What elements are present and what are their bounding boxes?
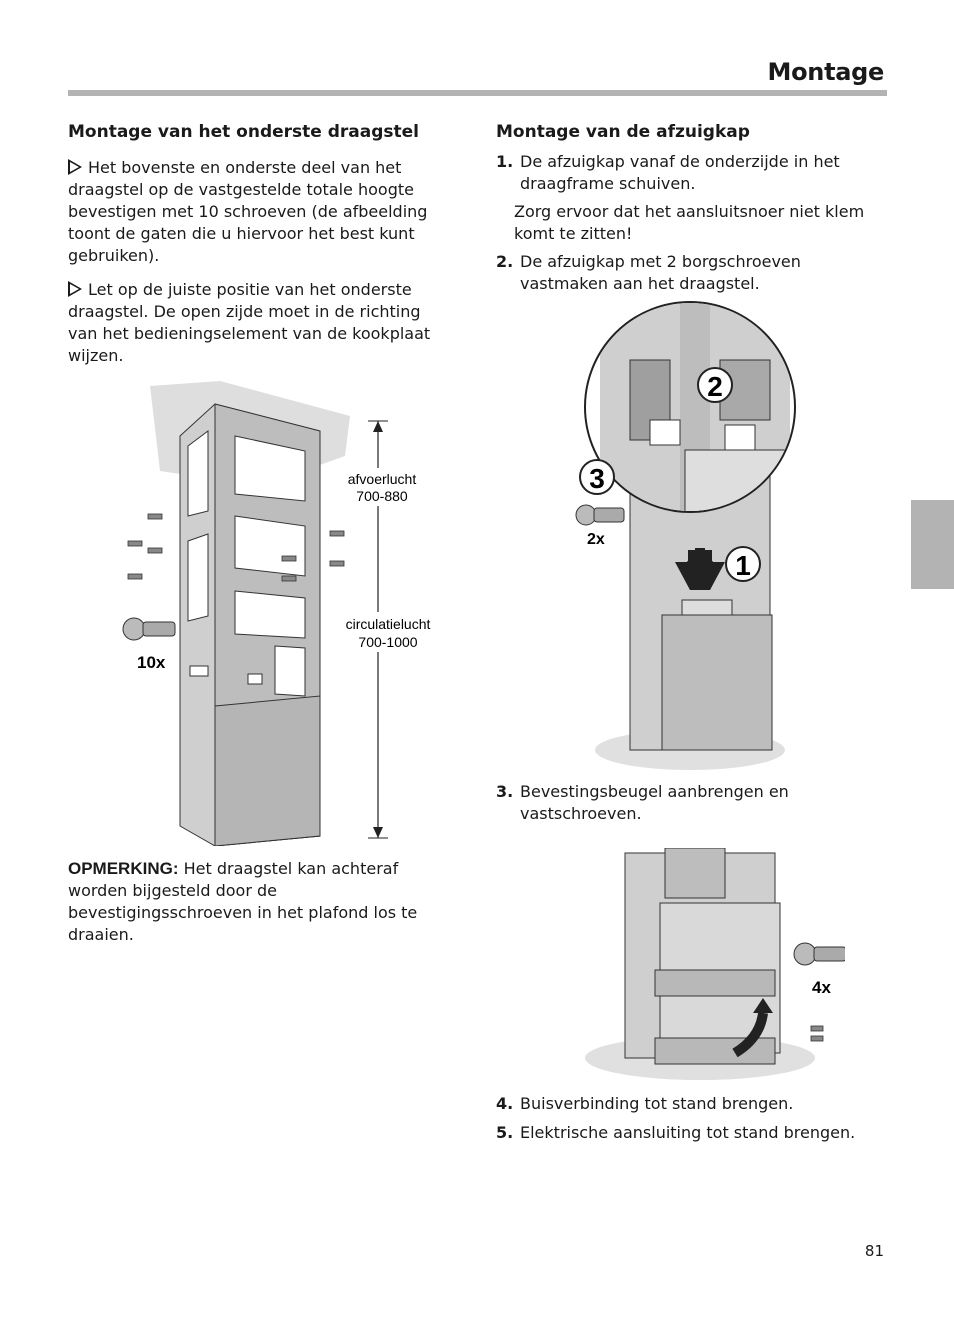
frame-illustration: afvoerlucht 700-880 circulatielucht 700-… [122,381,448,846]
step-1-note: Zorg ervoor dat het aansluitsnoer niet k… [514,201,884,245]
step-1: 1. De afzuigkap vanaf de onderzijde in h… [496,151,876,195]
step-2: 2. De afzuigkap met 2 borgschroeven vast… [496,251,876,295]
section-heading-lower-frame: Montage van het onderste draagstel [68,122,419,142]
callout-1: 1 [735,550,751,581]
page-number: 81 [864,1242,884,1260]
step-text: De afzuigkap vanaf de onderzijde in het … [520,152,840,193]
step-text: Elektrische aansluiting tot stand brenge… [520,1123,856,1142]
step-number: 4. [496,1094,514,1113]
step-4: 4. Buisverbinding tot stand brengen. [496,1093,876,1115]
exhaust-label: afvoerlucht [348,471,417,487]
screw-icon [122,617,176,641]
hood-insertion-illustration: 2 3 1 2x [575,301,796,770]
section-tab [911,500,954,589]
callout-3: 3 [589,463,605,494]
paragraph-2: Let op de juiste positie van het onderst… [68,279,448,367]
screw-count-label: 2x [587,531,605,548]
step-text: De afzuigkap met 2 borgschroeven vastmak… [520,252,801,293]
exhaust-range: 700-880 [356,488,408,504]
note-label: OPMERKING: [68,859,179,878]
section-heading-hood: Montage van de afzuigkap [496,122,750,142]
recirc-range: 700-1000 [358,634,417,650]
note-text: Het draagstel kan achteraf worden bijges… [68,859,418,944]
bracket-illustration: 4x [585,848,845,1080]
step-number: 2. [496,252,514,271]
recirc-label: circulatielucht [346,616,431,632]
step-5: 5. Elektrische aansluiting tot stand bre… [496,1122,876,1144]
step-3: 3. Bevestingsbeugel aanbrengen en vastsc… [496,781,876,825]
header-rule [68,90,887,96]
paragraph-2-text: Let op de juiste positie van het onderst… [68,280,431,365]
screw-icon [575,504,625,526]
paragraph-1-text: Het bovenste en onderste deel van het dr… [68,158,428,265]
step-number: 3. [496,782,514,801]
callout-2: 2 [707,371,723,402]
step-number: 5. [496,1123,514,1142]
step-number: 1. [496,152,514,171]
paragraph-1: Het bovenste en onderste deel van het dr… [68,157,448,267]
step-text: Buisverbinding tot stand brengen. [520,1094,794,1113]
screw-count-label: 4x [812,978,831,997]
screw-icon [793,942,845,966]
step-text: Bevestingsbeugel aanbrengen en vastschro… [520,782,789,823]
step-note-text: Zorg ervoor dat het aansluitsnoer niet k… [514,202,865,243]
screw-count-label: 10x [137,653,166,672]
page-title: Montage [767,58,885,86]
triangle-bullet-icon [68,159,82,175]
note: OPMERKING: Het draagstel kan achteraf wo… [68,858,453,946]
triangle-bullet-icon [68,281,82,297]
